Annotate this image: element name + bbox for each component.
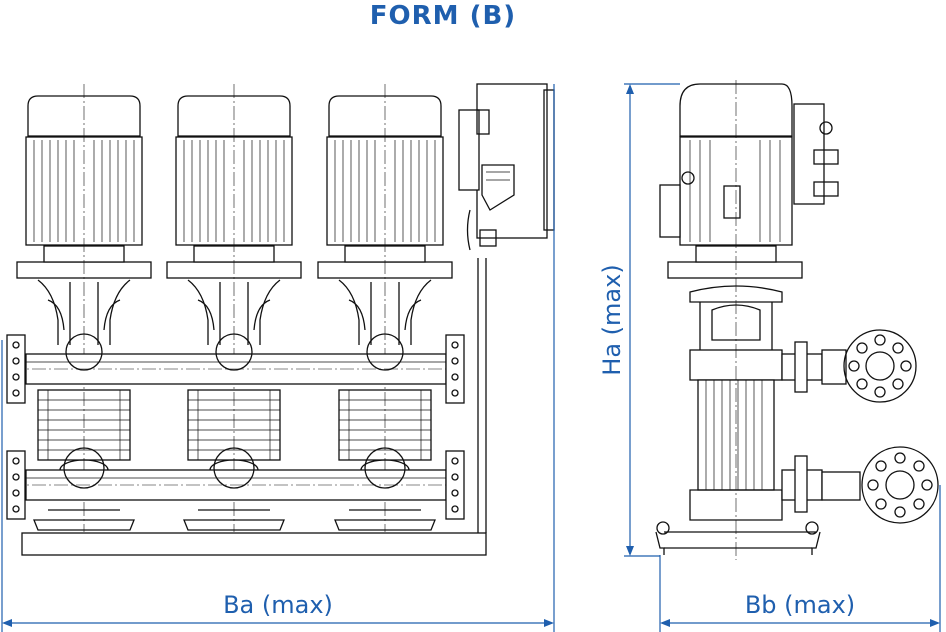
dimension-label-ba: Ba (max) bbox=[223, 591, 333, 619]
base-frame bbox=[21, 532, 487, 556]
pump-unit-1 bbox=[16, 83, 152, 533]
figure-title: FORM (B) bbox=[369, 1, 517, 31]
pump-unit-3 bbox=[317, 83, 453, 533]
pump-unit-2 bbox=[166, 83, 302, 533]
dimension-bb: Bb (max) bbox=[659, 485, 941, 632]
dimension-ba: Ba (max) bbox=[1, 84, 555, 632]
dimension-label-bb: Bb (max) bbox=[745, 591, 855, 619]
upper-manifold bbox=[6, 333, 466, 404]
side-view bbox=[655, 80, 939, 560]
lower-manifold bbox=[6, 447, 466, 520]
front-view bbox=[6, 83, 555, 556]
dimension-label-ha: Ha (max) bbox=[598, 264, 626, 375]
control-panel bbox=[458, 83, 555, 251]
dimension-ha: Ha (max) bbox=[598, 83, 680, 557]
